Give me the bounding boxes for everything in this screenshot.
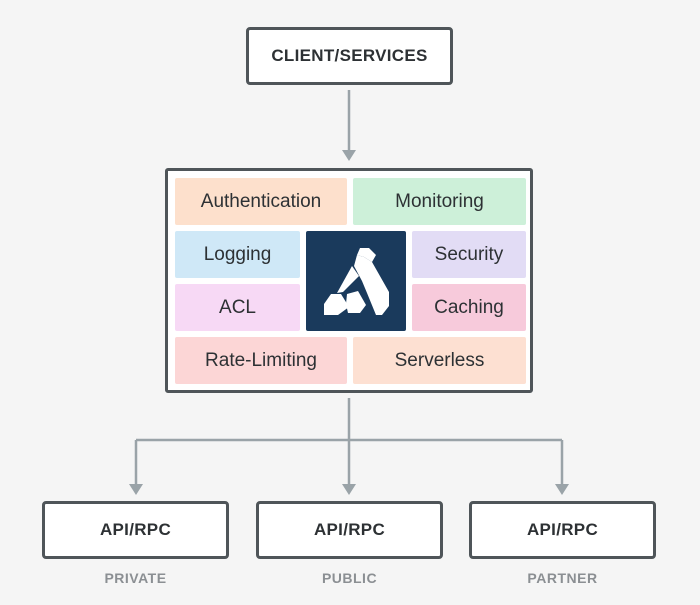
arrowhead-public: [342, 484, 356, 495]
api-rpc-public-box: API/RPC: [256, 501, 443, 559]
caption-private: PRIVATE: [104, 570, 167, 586]
plugin-serverless: Serverless: [353, 337, 526, 384]
caption-public: PUBLIC: [321, 570, 378, 586]
api-gateway-box: Authentication Monitoring Logging Securi…: [165, 168, 533, 393]
plugin-caching: Caching: [412, 284, 526, 331]
api-rpc-public-label: API/RPC: [313, 520, 386, 539]
plugin-logging: Logging: [175, 231, 300, 278]
plugin-security-label: Security: [434, 243, 504, 265]
plugin-caching-label: Caching: [434, 296, 504, 318]
api-rpc-partner-label: API/RPC: [526, 520, 599, 539]
caption-partner: PARTNER: [527, 570, 598, 586]
plugin-monitoring: Monitoring: [353, 178, 526, 225]
plugin-monitoring-label: Monitoring: [395, 190, 484, 212]
plugin-acl-label: ACL: [219, 296, 256, 318]
plugin-acl: ACL: [175, 284, 300, 331]
plugin-serverless-label: Serverless: [394, 349, 485, 371]
kong-logo: [306, 231, 406, 331]
plugin-rate-limiting-label: Rate-Limiting: [205, 349, 317, 371]
gorilla-logo-icon: [324, 248, 389, 315]
plugin-logging-label: Logging: [203, 243, 272, 265]
api-rpc-private-label: API/RPC: [99, 520, 172, 539]
plugin-security: Security: [412, 231, 526, 278]
arrowhead-partner: [555, 484, 569, 495]
plugin-authentication-label: Authentication: [200, 190, 322, 212]
plugin-rate-limiting: Rate-Limiting: [175, 337, 347, 384]
client-services-label: CLIENT/SERVICES: [271, 46, 428, 65]
plugin-authentication: Authentication: [175, 178, 347, 225]
api-rpc-private-box: API/RPC: [42, 501, 229, 559]
client-services-box: CLIENT/SERVICES: [246, 27, 453, 85]
api-rpc-partner-box: API/RPC: [469, 501, 656, 559]
arrowhead-private: [129, 484, 143, 495]
arrowhead-gateway: [342, 150, 356, 161]
